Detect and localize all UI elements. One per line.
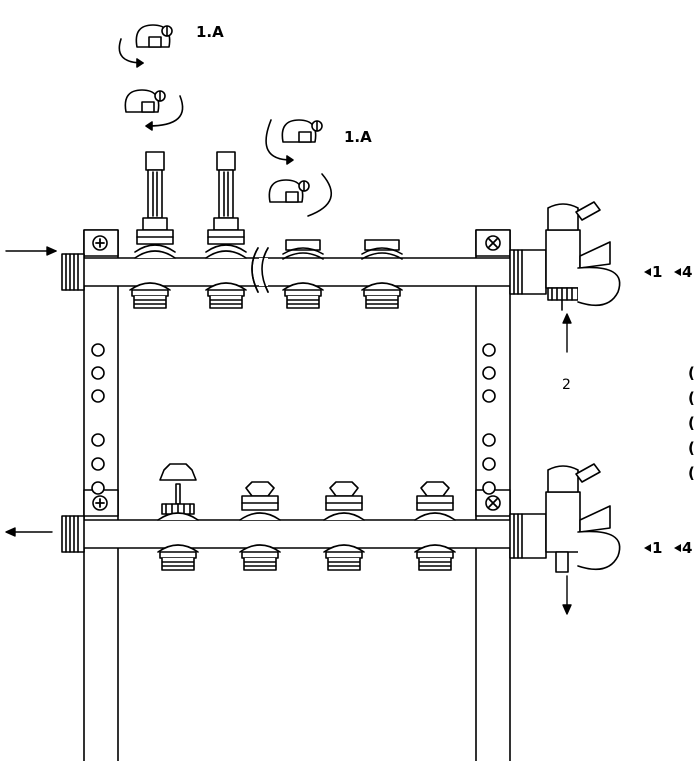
supply-valve-marker-a <box>644 268 651 276</box>
return-valve-inserts <box>157 463 456 521</box>
flow-arrows <box>5 246 572 615</box>
supply-valve-label-a: 1 <box>652 263 662 281</box>
right-mounting-bracket <box>475 229 511 765</box>
return-valve-marker-a <box>644 544 651 552</box>
drain-number-label: 2 <box>562 377 571 393</box>
supply-outlet-fittings <box>129 282 403 309</box>
flow-meters <box>134 151 403 260</box>
left-mounting-bracket <box>83 229 119 765</box>
paren-3: ( <box>688 414 695 432</box>
cap-label-top-left: 1.A <box>196 23 224 41</box>
supply-valve-marker-b <box>674 268 681 276</box>
return-valve-label-b: 4 <box>682 539 692 557</box>
paren-1: ( <box>688 364 695 382</box>
paren-5: ( <box>688 464 695 482</box>
cap-label-top-right: 1.A <box>344 128 372 146</box>
return-outlet-fittings <box>157 544 456 571</box>
diagram-labels: 1.A 1.A 1 4 1 4 2 ( ( ( ( ( <box>196 23 695 557</box>
return-ball-valve <box>509 463 621 573</box>
valve-cap-icons <box>118 24 332 217</box>
return-valve-label-a: 1 <box>652 539 662 557</box>
paren-4: ( <box>688 439 695 457</box>
supply-valve-label-b: 4 <box>682 263 692 281</box>
supply-ball-valve <box>509 201 621 311</box>
return-manifold-bar <box>61 515 519 553</box>
return-valve-marker-b <box>674 544 681 552</box>
paren-2: ( <box>688 389 695 407</box>
